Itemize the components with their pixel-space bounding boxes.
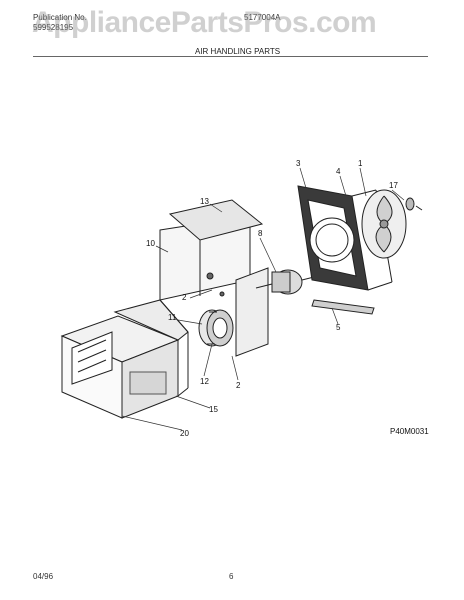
callout-2-lower: 2 [236,381,241,390]
model-number: 5177004A [244,13,281,22]
footer-date: 04/96 [33,572,54,581]
callout-17: 17 [389,181,398,190]
callout-1: 1 [358,159,363,168]
fan-blade-part [361,189,423,259]
motor-part [255,269,319,295]
callout-5: 5 [336,323,341,332]
callout-11: 11 [168,313,177,322]
blower-wheel-part [198,309,234,347]
callout-20: 20 [180,429,189,438]
publication-label: Publication No. [33,13,87,22]
callout-13: 13 [200,197,209,206]
mounting-bracket-part [311,299,375,315]
callout-4: 4 [336,167,341,176]
callout-2-upper: 2 [182,293,187,302]
footer-page-number: 6 [229,572,234,581]
section-title: AIR HANDLING PARTS [195,47,281,56]
drawing-code: P40M0031 [390,427,429,436]
callout-8: 8 [258,229,263,238]
front-grille-part [60,299,189,419]
header-divider [33,56,428,57]
callout-3: 3 [296,159,301,168]
publication-number: 599528195 [33,23,74,32]
callout-15: 15 [209,405,218,414]
watermark-logo: AppliancePartsPros.com [32,6,377,39]
condenser-shroud-part [297,185,393,291]
callout-10: 10 [146,239,155,248]
callout-12: 12 [200,377,209,386]
callout-labels: 1 3 4 17 13 8 10 2 5 11 12 2 15 20 [146,159,398,438]
